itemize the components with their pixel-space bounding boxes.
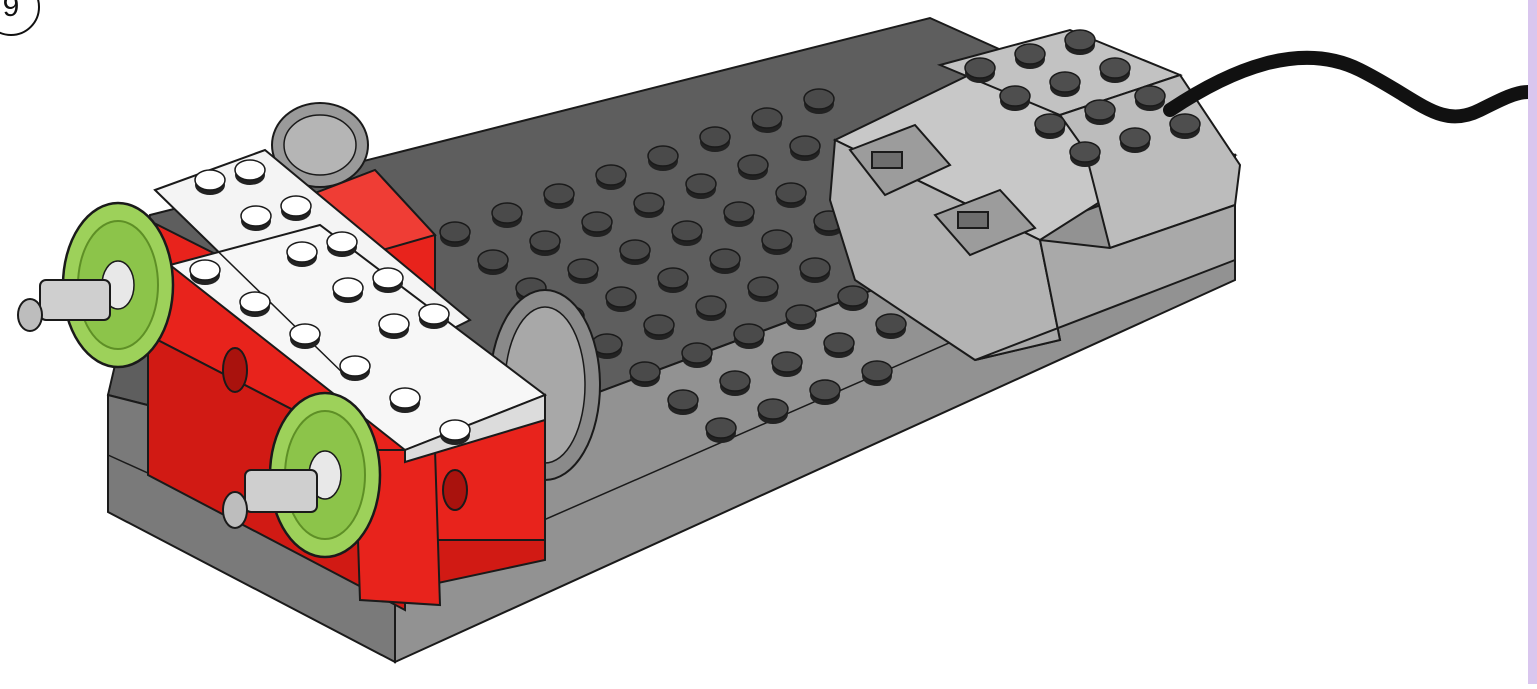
page-edge-strip [1528, 0, 1537, 684]
baseplate-stud [658, 268, 688, 288]
white-stud [373, 268, 403, 288]
pulley-left [18, 203, 173, 367]
motor-stud [1070, 142, 1100, 162]
white-stud [281, 196, 311, 216]
white-stud [390, 388, 420, 408]
baseplate-stud [838, 286, 868, 306]
baseplate-stud [720, 371, 750, 391]
baseplate-stud [568, 259, 598, 279]
baseplate-stud [706, 418, 736, 438]
white-stud [190, 260, 220, 280]
white-stud [287, 242, 317, 262]
white-stud [419, 304, 449, 324]
baseplate-stud [686, 174, 716, 194]
white-stud [333, 278, 363, 298]
baseplate-stud [634, 193, 664, 213]
baseplate-stud [734, 324, 764, 344]
baseplate-stud [776, 183, 806, 203]
baseplate-stud [478, 250, 508, 270]
baseplate-stud [752, 108, 782, 128]
motor-stud [1100, 58, 1130, 78]
baseplate-stud [620, 240, 650, 260]
baseplate-stud [700, 127, 730, 147]
baseplate-stud [786, 305, 816, 325]
baseplate-stud [762, 230, 792, 250]
white-stud [235, 160, 265, 180]
white-stud [327, 232, 357, 252]
baseplate-stud [876, 314, 906, 334]
baseplate-stud [790, 136, 820, 156]
baseplate-stud [648, 146, 678, 166]
motor-stud [1000, 86, 1030, 106]
baseplate-stud [804, 89, 834, 109]
baseplate-stud [824, 333, 854, 353]
axle-right [245, 470, 317, 512]
baseplate-stud [668, 390, 698, 410]
baseplate-stud [544, 184, 574, 204]
motor-stud [1050, 72, 1080, 92]
baseplate-stud [748, 277, 778, 297]
baseplate-stud [630, 362, 660, 382]
baseplate-stud [772, 352, 802, 372]
baseplate-stud [582, 212, 612, 232]
baseplate-stud [492, 203, 522, 223]
motor-stud [1120, 128, 1150, 148]
motor-stud [1170, 114, 1200, 134]
baseplate-stud [862, 361, 892, 381]
motor-stud [1035, 114, 1065, 134]
white-stud [440, 420, 470, 440]
baseplate-stud [810, 380, 840, 400]
baseplate-stud [696, 296, 726, 316]
baseplate-stud [800, 258, 830, 278]
motor-stud [965, 58, 995, 78]
white-stud [379, 314, 409, 334]
motor-stud [1085, 100, 1115, 120]
baseplate-stud [596, 165, 626, 185]
baseplate-stud [530, 231, 560, 251]
baseplate-stud [724, 202, 754, 222]
white-stud [290, 324, 320, 344]
white-stud [195, 170, 225, 190]
motor-stud [1135, 86, 1165, 106]
baseplate-stud [606, 287, 636, 307]
baseplate-stud [672, 221, 702, 241]
white-stud [241, 206, 271, 226]
white-stud [340, 356, 370, 376]
white-stud [240, 292, 270, 312]
baseplate-stud [682, 343, 712, 363]
motor-stud [1065, 30, 1095, 50]
axle-left [40, 280, 110, 320]
baseplate-stud [710, 249, 740, 269]
motor-cable [1170, 58, 1528, 117]
motor-stud [1015, 44, 1045, 64]
baseplate-stud [440, 222, 470, 242]
baseplate-stud [758, 399, 788, 419]
baseplate-stud [738, 155, 768, 175]
baseplate-stud [644, 315, 674, 335]
